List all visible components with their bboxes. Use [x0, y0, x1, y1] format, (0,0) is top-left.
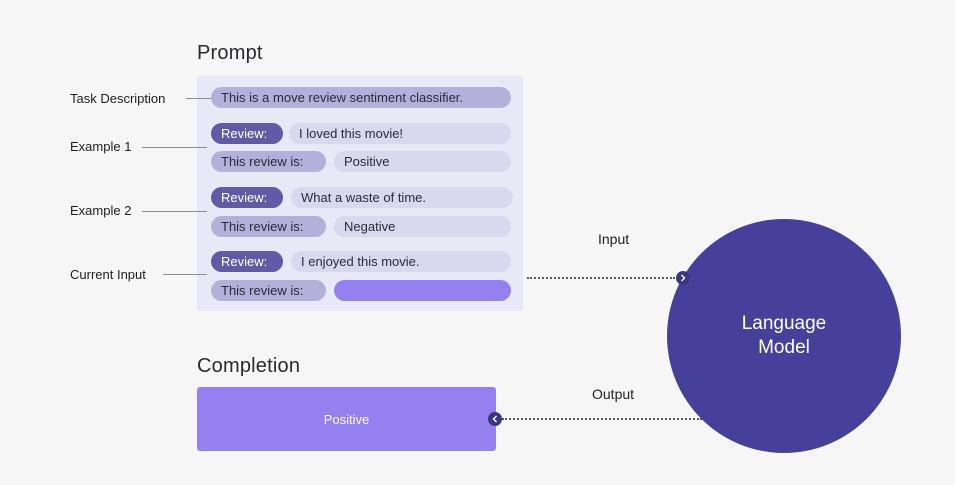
task-description-pill: This is a move review sentiment classifi… — [211, 87, 511, 108]
example-2-review-text: What a waste of time. — [291, 187, 513, 208]
completion-title: Completion — [197, 355, 301, 377]
current-verdict-key: This review is: — [211, 280, 326, 301]
example-1-verdict-key: This review is: — [211, 151, 326, 172]
example-1-review-key: Review: — [211, 123, 283, 144]
language-model-label: Language Model — [741, 313, 827, 358]
completion-box: Positive — [197, 387, 496, 451]
input-label: Input — [598, 231, 630, 247]
output-label: Output — [592, 386, 635, 402]
task-connector-line — [186, 98, 211, 99]
completion-value: Positive — [323, 411, 370, 427]
output-arrow-icon — [488, 412, 502, 426]
current-input-connector-line — [163, 274, 207, 275]
example-2-review-key: Review: — [211, 187, 283, 208]
task-description-label: Task Description — [70, 91, 166, 106]
current-verdict-blank — [334, 280, 511, 301]
example-1-review-text: I loved this movie! — [289, 123, 511, 144]
example-2-label: Example 2 — [70, 203, 132, 218]
example-2-verdict-key: This review is: — [211, 216, 326, 237]
input-arrow-icon — [676, 271, 690, 285]
output-dotted-line — [502, 418, 702, 420]
language-model-circle: Language Model — [667, 219, 901, 453]
current-review-text: I enjoyed this movie. — [291, 251, 511, 272]
example-1-label: Example 1 — [70, 139, 132, 154]
example-2-verdict-value: Negative — [334, 216, 511, 237]
prompt-title: Prompt — [197, 42, 263, 64]
current-input-label: Current Input — [70, 267, 146, 282]
example-1-verdict-value: Positive — [334, 151, 511, 172]
example-1-connector-line — [142, 147, 207, 148]
current-review-key: Review: — [211, 251, 283, 272]
input-dotted-line — [527, 277, 675, 279]
example-2-connector-line — [142, 211, 207, 212]
